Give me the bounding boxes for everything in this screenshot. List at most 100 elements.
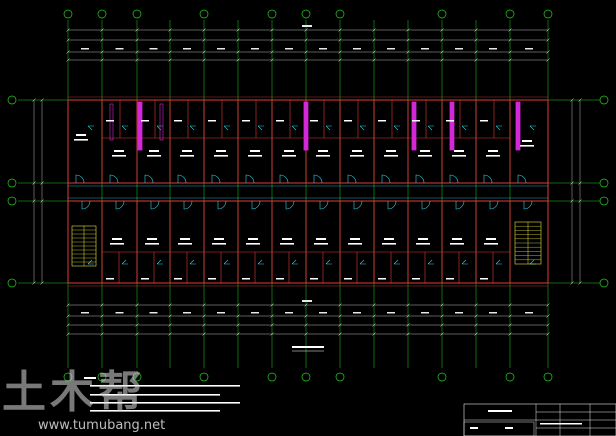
axis-bubble-top [97,9,107,19]
room-label-north-area [486,155,500,157]
room-label-north-area [112,155,126,157]
room-label-east-end [522,140,532,142]
dimension-tick [338,28,342,32]
dimension-tick [546,50,550,54]
axis-bubble-right [599,95,609,105]
bath-door-north [325,125,332,131]
door-swing-north [415,174,425,184]
dimension-tick [270,58,274,62]
dimension-tick [338,58,342,62]
room-label-north [420,150,430,152]
room-label-north-area [418,155,432,157]
dimension-tick [32,181,36,185]
bath-label-north [412,120,420,122]
room-label-north [284,150,294,152]
dimension-tick [474,28,478,32]
dimension-tick [100,50,104,54]
dimension-tick [236,38,240,42]
axis-bubble-top [132,9,142,19]
dimension-tick [474,38,478,42]
dimension-tick [474,332,478,336]
axis-bubble-top [267,9,277,19]
note-line [90,394,220,396]
dimension-text-mark [319,48,327,50]
dimension-text-mark [149,312,158,314]
dimension-tick [546,323,550,327]
dimension-text-mark [217,312,225,314]
dimension-text-mark [115,48,124,50]
bath-label-north [480,120,488,122]
plumbing-fixture [515,101,521,151]
bath-door-south [461,259,468,265]
bath-door-north [359,125,366,131]
dimension-tick [100,332,104,336]
door-swing-north [75,174,85,184]
dimension-text-mark [183,312,191,314]
door-swing-south [319,200,329,210]
bath-label-south [480,278,488,280]
dimension-text-mark [251,312,259,314]
dimension-tick [40,181,44,185]
dimension-tick [270,38,274,42]
dimension-tick [100,58,104,62]
dimension-tick [304,314,308,318]
dimension-tick [135,50,139,54]
dimension-tick [168,28,172,32]
room-label-east-end-area [520,145,534,147]
dimension-tick [304,28,308,32]
dimension-tick [66,58,70,62]
dimension-tick [270,323,274,327]
dimension-tick [406,332,410,336]
note-line [90,410,220,412]
room-label-south [112,238,122,240]
dimension-tick [40,199,44,203]
door-swing-north [144,174,154,184]
bath-door-north [495,125,502,131]
axis-bubble-right [599,196,609,206]
dimension-tick [202,314,206,318]
room-label-north-area [384,155,398,157]
dimension-tick [100,314,104,318]
room-label-south-area [145,243,159,245]
dimension-tick [440,38,444,42]
axis-bubble-top [505,9,515,19]
bath-door-north [87,125,94,131]
door-swing-north [381,174,391,184]
plumbing-fixture [159,103,164,141]
dimension-tick [32,199,36,203]
dimension-tick [236,323,240,327]
dimension-tick [508,58,512,62]
bath-label-north [208,120,216,122]
room-label-south-area [484,243,498,245]
dimension-tick [168,38,172,42]
title-block-name [488,410,512,412]
dimension-tick [440,28,444,32]
axis-bubble-bottom [199,372,209,382]
dimension-tick [270,332,274,336]
bath-door-north [393,125,400,131]
dimension-tick [406,323,410,327]
room-label-north-area [248,155,262,157]
dimension-tick [236,58,240,62]
room-label-south [180,238,190,240]
room-label-south-area [416,243,430,245]
dimension-text-mark [353,312,361,314]
room-label-north [182,150,192,152]
door-swing-south [251,200,261,210]
room-label-south [147,238,157,240]
dimension-tick [236,50,240,54]
dimension-tick [66,303,70,307]
dimension-tick [202,323,206,327]
bath-door-south [359,259,366,265]
title-block-text [470,427,478,429]
dimension-tick [338,332,342,336]
door-swing-north [517,174,527,184]
dimension-tick [135,303,139,307]
dimension-tick [440,323,444,327]
dimension-tick [474,58,478,62]
dimension-tick [168,50,172,54]
bath-door-north [427,125,434,131]
room-label-south-area [382,243,396,245]
bath-label-north [344,120,352,122]
door-swing-south [489,200,499,210]
